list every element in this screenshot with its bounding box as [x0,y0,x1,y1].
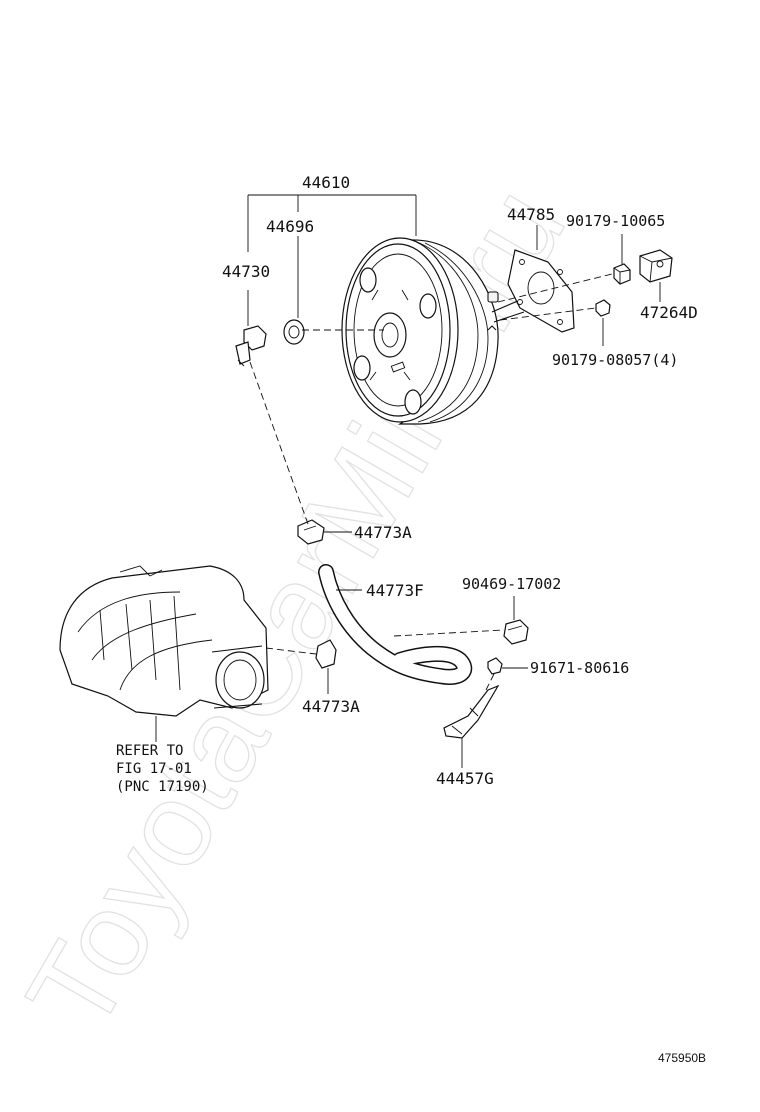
clip-90469-17002[interactable] [503,619,529,645]
reference-note-line-2: FIG 17-01 [116,761,192,777]
illustration-code: 475950B [658,1051,706,1065]
callout-44773F: 44773F [366,581,424,600]
clamp-44773A-bottom[interactable] [315,639,337,669]
callout-44785: 44785 [507,205,555,224]
clamp-44773A-top[interactable] [297,519,325,545]
callout-44730: 44730 [222,262,270,281]
reference-note-line-1: REFER TO [116,743,183,759]
vacuum-hose-44773F[interactable] [318,564,473,685]
callout-90179-10065: 90179-10065 [566,212,665,230]
callout-44696: 44696 [266,217,314,236]
callout-90469-17002: 90469-17002 [462,575,561,593]
grommet-44696[interactable] [283,319,305,345]
bracket-44457G[interactable] [443,684,500,739]
callout-44773A-bottom: 44773A [302,697,360,716]
callout-90179-08057: 90179-08057(4) [552,351,678,369]
nut-90179-10065[interactable] [613,263,631,285]
nut-90179-08057[interactable] [595,299,611,317]
brake-booster-44610[interactable] [341,237,525,425]
callout-47264D: 47264D [640,303,698,322]
callout-91671-80616: 91671-80616 [530,659,629,677]
reference-note-line-3: (PNC 17190) [116,779,209,795]
bolt-91671-80616[interactable] [487,657,503,675]
callout-44773A-top: 44773A [354,523,412,542]
callout-44610: 44610 [302,173,350,192]
block-47264D[interactable] [639,249,673,283]
intake-manifold-reference [59,565,269,717]
check-valve-44730[interactable] [235,325,267,367]
callout-44457G: 44457G [436,769,494,788]
